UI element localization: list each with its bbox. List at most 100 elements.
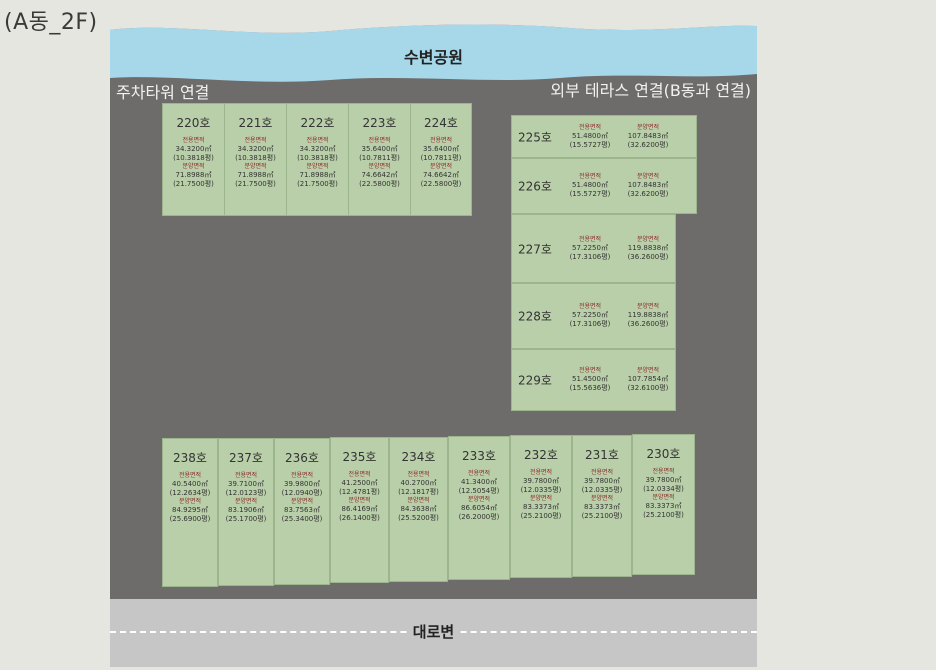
exclusive-area-label: 전용면적 <box>178 472 202 479</box>
exclusive-area-m2: 39.7800㎡ <box>645 476 682 484</box>
sale-area-label: 분양면적 <box>407 497 430 504</box>
exclusive-area-pyeong: (12.0335평) <box>520 486 562 494</box>
park-label: 수변공원 <box>404 48 463 67</box>
exclusive-area-m2: 51.4500㎡ <box>572 375 608 383</box>
exclusive-area-m2: 39.7800㎡ <box>584 477 620 485</box>
exclusive-area-pyeong: (12.2634평) <box>169 489 211 497</box>
sale-area-pyeong: (25.5200평) <box>398 514 439 522</box>
exclusive-area-m2: 57.2250㎡ <box>572 243 608 252</box>
unit-number: 227호 <box>518 242 552 256</box>
exclusive-area-label: 전용면적 <box>578 123 602 131</box>
unit-number: 228호 <box>518 309 552 324</box>
sale-area-m2: 83.3373㎡ <box>523 503 559 511</box>
exclusive-area-pyeong: (17.3106평) <box>569 252 611 261</box>
sale-area-m2: 83.3373㎡ <box>584 503 620 511</box>
sale-area-m2: 84.3638㎡ <box>400 505 437 513</box>
sale-area-label: 분양면적 <box>652 494 675 501</box>
exclusive-area-m2: 40.2700㎡ <box>400 479 437 487</box>
sale-area-label: 분양면적 <box>244 163 267 170</box>
exclusive-area-label: 전용면적 <box>429 137 453 144</box>
exclusive-area-m2: 57.2250㎡ <box>572 311 608 319</box>
sale-area-pyeong: (32.6100평) <box>627 384 669 392</box>
unit-number: 223호 <box>362 116 397 130</box>
exclusive-area-label: 전용면적 <box>467 470 491 477</box>
sale-area-m2: 71.8988㎡ <box>299 171 336 179</box>
exclusive-area-m2: 41.2500㎡ <box>341 479 378 487</box>
waterfront-park-shape <box>110 22 757 82</box>
exclusive-area-pyeong: (12.0940평) <box>281 489 323 497</box>
sale-area-label: 분양면적 <box>636 123 660 131</box>
unit-number: 229호 <box>518 373 552 388</box>
sale-area-m2: 71.8988㎡ <box>237 171 274 179</box>
sale-area-m2: 74.6642㎡ <box>423 171 459 179</box>
exclusive-area-label: 전용면적 <box>234 472 258 479</box>
sale-area-label: 분양면적 <box>182 163 205 170</box>
exclusive-area-label: 전용면적 <box>368 137 391 144</box>
unit-number: 225호 <box>518 130 552 144</box>
sale-area-pyeong: (26.2000평) <box>458 513 500 521</box>
exclusive-area-m2: 35.6400㎡ <box>423 145 459 153</box>
sale-area-label: 분양면적 <box>429 163 453 170</box>
exclusive-area-label: 전용면적 <box>290 472 314 479</box>
parking-tower-link-label: 주차타워 연결 <box>116 83 210 102</box>
sale-area-pyeong: (32.6200평) <box>627 140 669 149</box>
exclusive-area-label: 전용면적 <box>407 471 430 478</box>
exclusive-area-pyeong: (12.0334평) <box>643 485 684 493</box>
exclusive-area-label: 전용면적 <box>182 137 205 144</box>
exclusive-area-pyeong: (10.7811평) <box>359 154 400 162</box>
sale-area-label: 분양면적 <box>178 498 202 505</box>
exclusive-area-pyeong: (15.5636평) <box>569 384 611 392</box>
sale-area-label: 분양면적 <box>590 495 614 502</box>
exclusive-area-label: 전용면적 <box>578 235 602 243</box>
sale-area-label: 분양면적 <box>234 498 258 505</box>
exclusive-area-label: 전용면적 <box>244 137 267 144</box>
exclusive-area-label: 전용면적 <box>306 137 329 144</box>
exclusive-area-m2: 40.5400㎡ <box>172 480 208 488</box>
sale-area-m2: 84.9295㎡ <box>172 506 208 514</box>
sale-area-label: 분양면적 <box>636 367 660 374</box>
sale-area-label: 분양면적 <box>636 303 660 310</box>
exclusive-area-pyeong: (12.5054평) <box>458 487 500 495</box>
exclusive-area-pyeong: (10.3818평) <box>297 154 338 162</box>
sale-area-pyeong: (25.2100평) <box>581 512 623 520</box>
unit-number: 226호 <box>518 179 552 194</box>
sale-area-pyeong: (25.2100평) <box>643 511 684 519</box>
sale-area-m2: 83.3373㎡ <box>645 502 682 510</box>
unit-number: 221호 <box>238 116 273 130</box>
unit-number: 231호 <box>585 448 619 462</box>
unit-number: 232호 <box>524 448 558 462</box>
sale-area-pyeong: (21.7500평) <box>297 180 338 188</box>
road: 대로변 <box>110 599 757 667</box>
sale-area-pyeong: (26.1400평) <box>339 514 380 522</box>
sale-area-m2: 107.7854㎡ <box>627 375 669 383</box>
exclusive-area-pyeong: (17.3106평) <box>569 320 611 328</box>
sale-area-pyeong: (22.5800평) <box>420 180 462 188</box>
unit-number: 234호 <box>401 450 436 464</box>
